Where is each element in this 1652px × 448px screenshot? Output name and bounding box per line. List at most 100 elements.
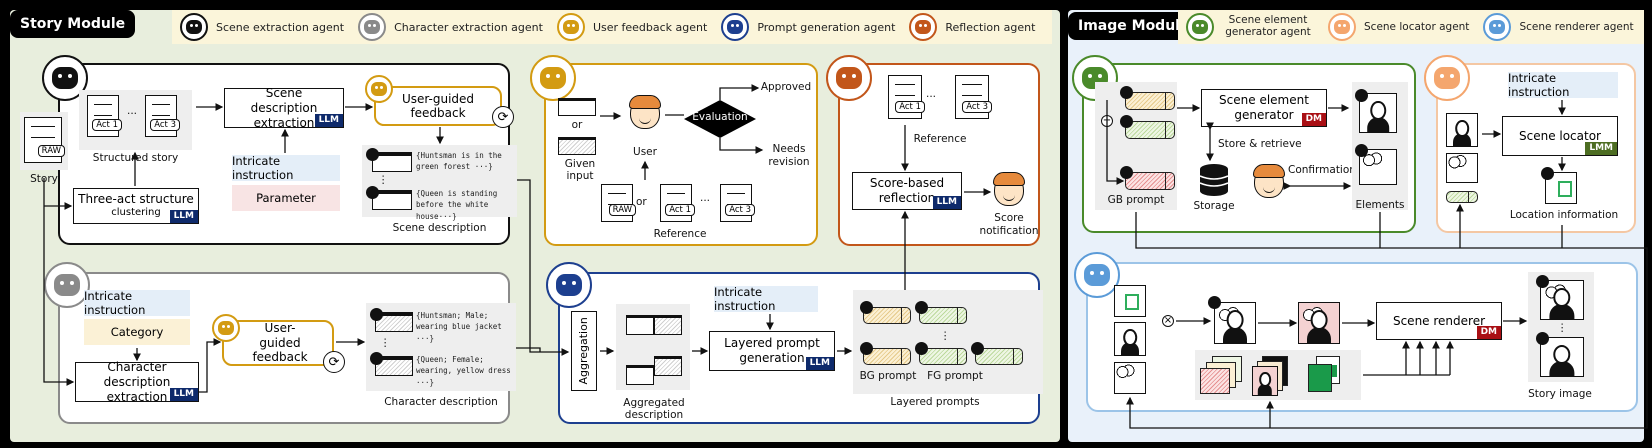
confirmation-label: Confirmation [1288,164,1356,176]
user-face-icon [993,172,1025,206]
intricate-instruction-box: Intricate instruction [1508,71,1618,99]
llm-badge: LLM [932,195,961,209]
vertical-ellipsis: ⋮ [378,174,389,186]
prompt-layer-stack [1200,368,1230,394]
act3-document-icon: Act 3 [955,75,992,119]
refresh-loop-icon: ⟳ [323,351,345,373]
legend-scene-renderer-agent: Scene renderer agent [1483,13,1634,41]
story-label: Story [30,173,58,185]
user-guided-feedback-box: User-guided feedback [222,320,334,366]
bg-prompt-pill [1125,92,1175,110]
location-tag-icon [1541,167,1554,180]
parameter-box: Parameter [232,185,340,211]
vertical-ellipsis: ⋮ [940,330,951,342]
act3-document-icon: Act 3 [145,95,180,137]
legend-scene-locator-agent: Scene locator agent [1328,13,1469,41]
reference-label: Reference [653,228,707,240]
input-card-hatched [558,137,596,155]
prompt-tag-icon [1120,166,1133,179]
fg-prompt-pill [919,348,967,365]
legend-scene-element-generator-agent: Scene element generator agent [1186,13,1314,41]
category-box: Category [84,319,190,345]
fg-prompt-pill [975,348,1023,365]
intricate-instruction-box: Intricate instruction [232,154,340,182]
given-input-label: Given input [564,158,596,182]
robot-icon [556,13,585,41]
store-retrieve-label: Store & retrieve [1218,138,1302,150]
reflection-panel [838,63,1040,246]
legend-reflection-agent: Reflection agent [909,13,1035,41]
story-image-tag-icon [1536,275,1549,288]
desc-card [626,365,654,385]
robot-icon [909,13,938,41]
image-layer-stack [1252,366,1278,396]
raw-document-icon: RAW [601,184,636,222]
bg-prompt-label: BG prompt [859,370,917,382]
evaluation-diamond: Evaluation [684,100,756,138]
character-text: {Queen; Female; wearing, yellow dress ··… [416,355,511,387]
fg-prompt-pill [1125,121,1175,139]
dm-badge: DM [1476,325,1501,339]
layered-prompt-generation-box: Layered prompt generation LLM [709,331,835,371]
character-element-image [1446,113,1478,147]
llm-badge: LLM [169,387,198,401]
three-act-structure-box: Three-act structure clustering LLM [73,188,199,224]
scene-card [372,190,412,210]
aggregation-box: Aggregation [571,311,597,391]
robot-icon [1483,13,1512,41]
approved-label: Approved [760,81,812,93]
character-tag-icon [370,308,383,321]
act1-document-icon: Act 1 [660,184,695,222]
user-feedback-agent-icon [530,55,576,101]
act1-document-icon: Act 1 [888,75,925,119]
legend-user-feedback-agent: User feedback agent [556,13,707,41]
llm-badge: LLM [169,209,198,223]
prompt-tag-icon [860,342,873,355]
scene-renderer-agent-icon [1074,252,1120,298]
score-notification-label: Score notification [979,212,1039,237]
desc-card [626,315,654,335]
desc-card-hatched [654,315,682,335]
character-element-image [1114,322,1146,356]
storage-database-icon [1199,164,1229,196]
character-card [375,356,413,376]
user-label: User [633,146,657,158]
fg-prompt-label: FG prompt [927,370,983,382]
robot-icon [358,13,387,41]
scene-tag-icon [366,148,379,161]
legend-character-extraction-agent: Character extraction agent [358,13,543,41]
character-card [375,312,413,332]
ellipsis: ... [700,192,711,204]
scene-description-label: Scene description [392,222,487,234]
lmm-badge: LMM [1585,141,1617,155]
vertical-ellipsis: ⋮ [1557,322,1568,334]
prompt-tag-icon [860,301,873,314]
prompt-tag-icon [971,342,984,355]
scene-description-extraction-box: Scene description extraction LLM [224,86,344,130]
dm-badge: DM [1301,112,1326,126]
gb-prompt-label: GB prompt [1107,194,1165,206]
needs-revision-label: Needs revision [768,143,810,168]
refresh-loop-icon: ⟳ [492,106,514,128]
story-image-label: Story image [1528,388,1592,400]
background-element-image [1114,362,1146,394]
robot-icon [180,13,208,41]
scene-text: {Queen is standing before the white hous… [416,189,498,221]
story-legend: Scene extraction agent Character extract… [172,10,1052,44]
location-information-label: Location information [1509,209,1619,221]
act1-document-icon: Act 1 [87,95,122,137]
scene-card [372,152,412,172]
story-image-tag-icon [1536,332,1549,345]
location-box-image [1114,285,1146,317]
element-tag-icon [1355,89,1368,102]
element-tag-icon [1355,144,1368,157]
user-face-icon [1253,164,1285,198]
or-label: or [636,196,647,208]
bounding-box-icon [1558,181,1572,197]
prompt-tag-icon [915,342,928,355]
prompt-tag-icon [1120,86,1133,99]
bounding-box-icon [1125,294,1139,310]
ellipsis: ... [926,88,937,100]
robot-icon [1328,13,1356,41]
reference-label: Reference [913,133,967,145]
